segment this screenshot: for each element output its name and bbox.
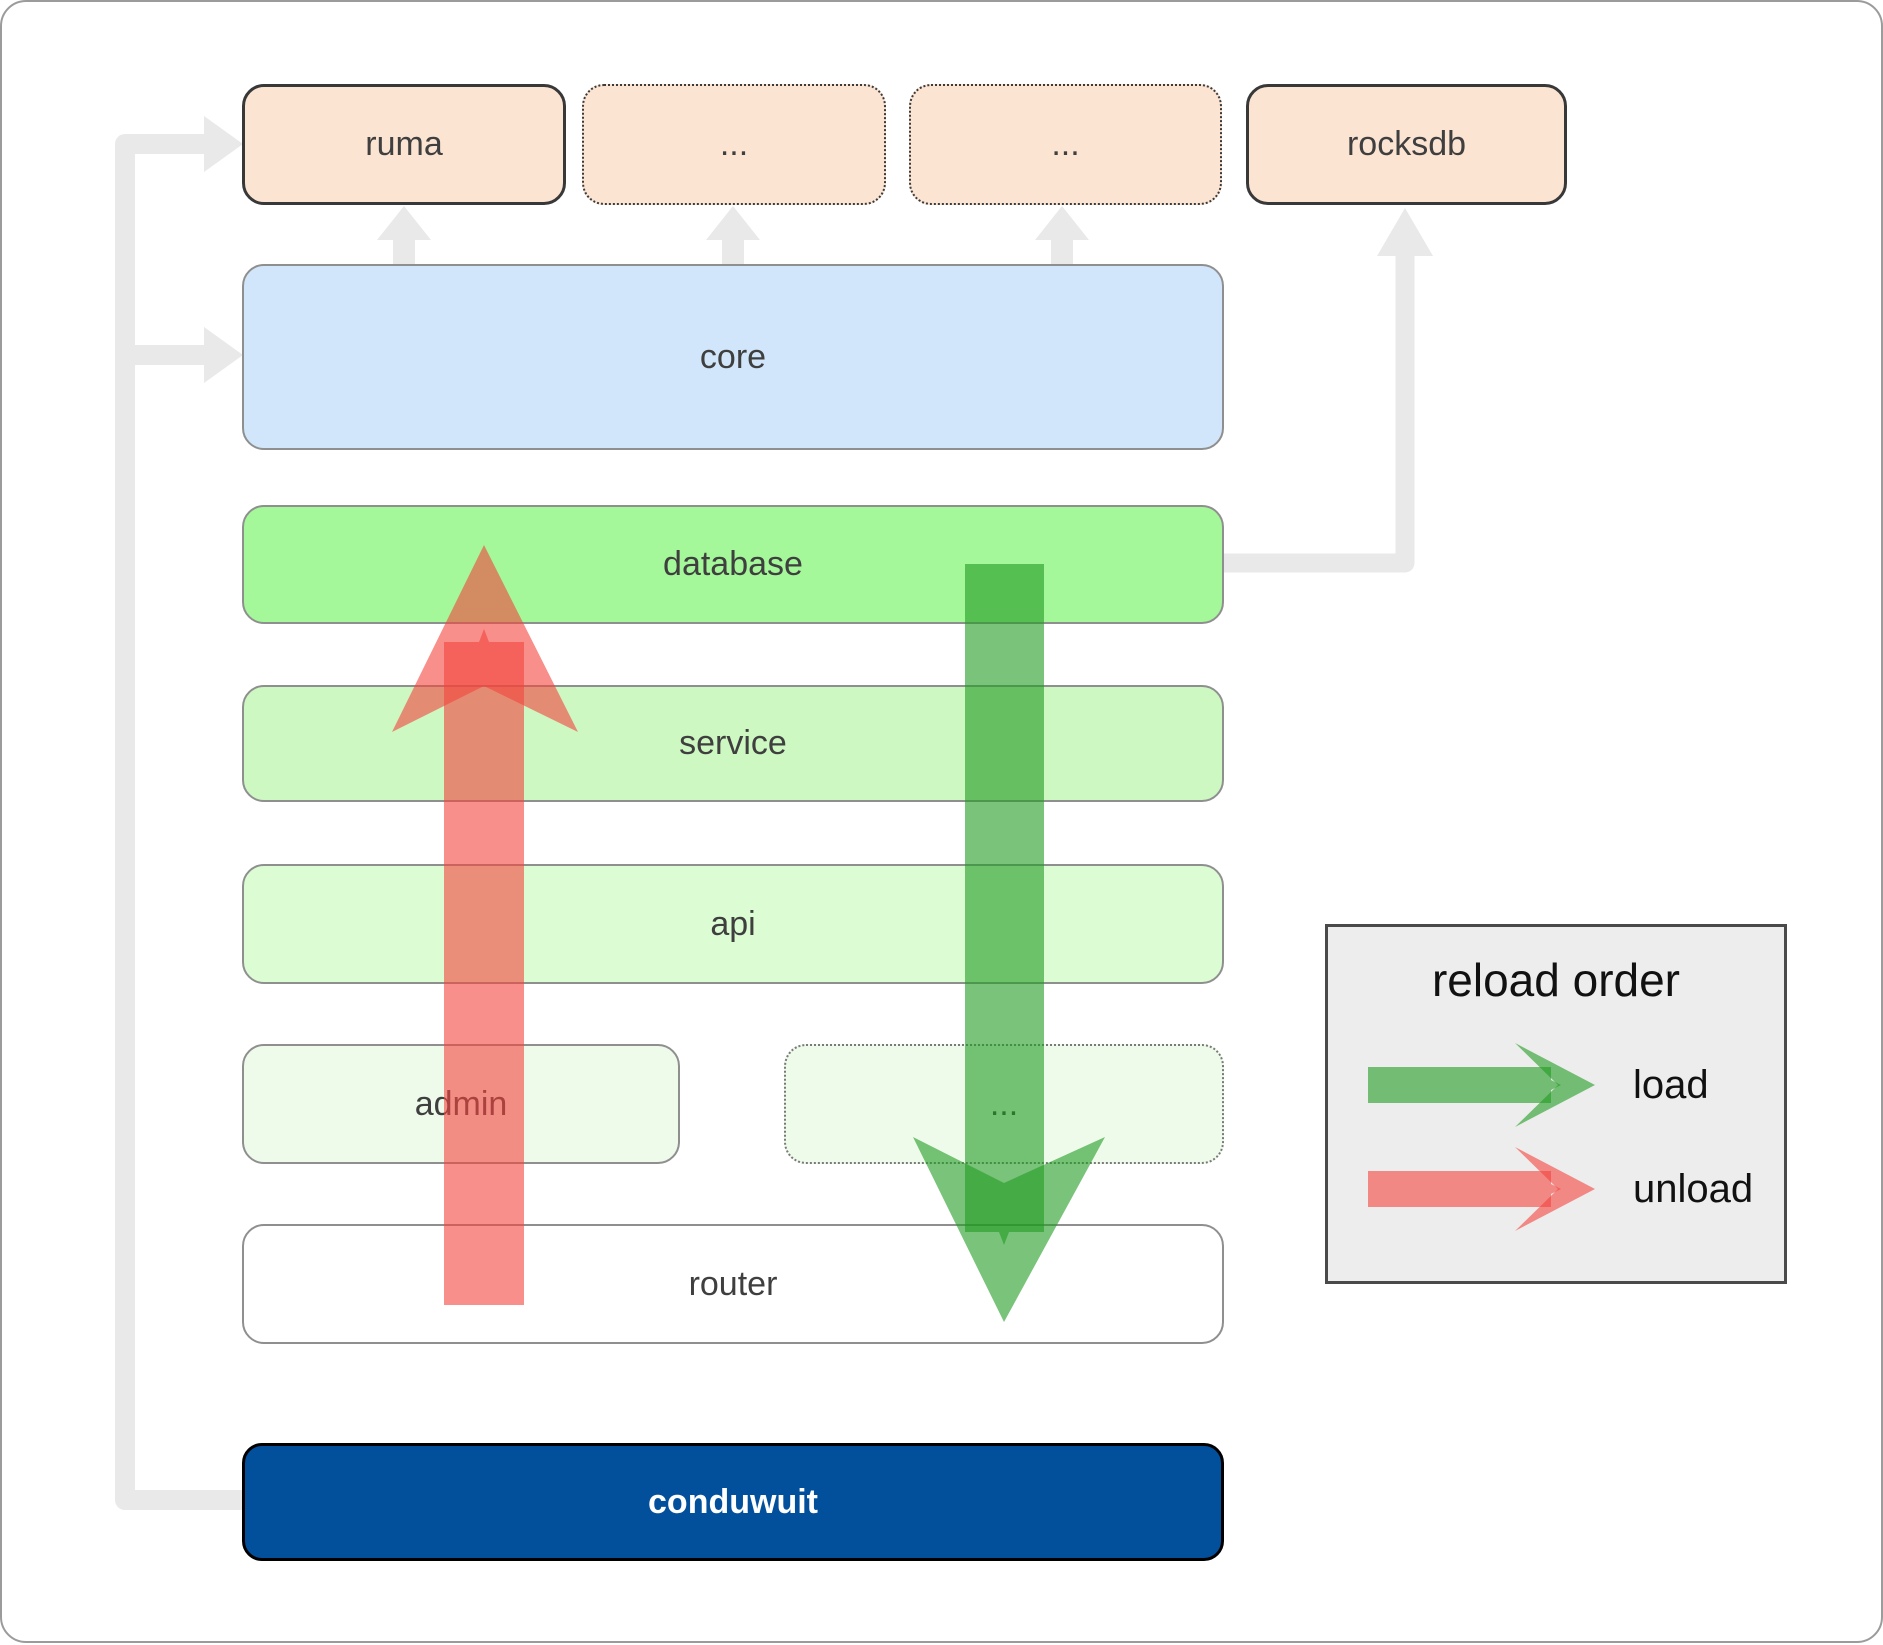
legend-unload-label: unload — [1633, 1167, 1754, 1211]
node-label: router — [688, 1264, 778, 1303]
core-to-dep-a-arrow — [706, 206, 760, 266]
conduwuit-to-ruma-connector — [115, 116, 244, 1510]
node-label: core — [699, 337, 767, 376]
node-service: service — [242, 685, 1224, 802]
connector-line — [722, 238, 744, 266]
node-core: core — [242, 264, 1224, 450]
node-label: database — [663, 545, 803, 583]
core-to-dep-b-arrow — [1035, 206, 1089, 266]
node-label: ... — [719, 125, 749, 163]
arrowhead-right-icon — [204, 116, 243, 172]
node-router: router — [242, 1224, 1224, 1344]
node-label: service — [679, 724, 787, 762]
connector-line — [393, 238, 415, 266]
load-arrow-icon — [1368, 1043, 1595, 1127]
legend: reload order load unload — [1325, 924, 1787, 1284]
core-to-ruma-arrow — [377, 206, 431, 266]
arrowhead-up-icon — [1035, 206, 1089, 240]
node-label: ... — [1051, 125, 1080, 163]
node-database: database — [242, 505, 1224, 624]
node-api: api — [242, 864, 1224, 984]
node-label: admin — [414, 1084, 508, 1123]
node-admin-ellipsis: ... — [784, 1044, 1224, 1164]
node-label: ... — [989, 1084, 1019, 1123]
node-admin: admin — [242, 1044, 680, 1164]
node-label: ruma — [365, 125, 443, 163]
connector-line — [1051, 238, 1073, 266]
connector-line — [115, 134, 244, 1510]
node-rocksdb: rocksdb — [1246, 84, 1567, 205]
connector-line — [1224, 254, 1415, 573]
node-label: api — [710, 904, 756, 943]
arrowhead-right-icon — [204, 327, 243, 383]
node-ruma: ruma — [242, 84, 566, 205]
node-dependency-ellipsis-1: ... — [582, 84, 886, 205]
arrowhead-up-icon — [1377, 208, 1433, 256]
legend-load-label: load — [1633, 1063, 1709, 1107]
node-conduwuit: conduwuit — [242, 1443, 1224, 1561]
unload-arrow-icon — [1368, 1147, 1595, 1231]
arrowhead-up-icon — [377, 206, 431, 240]
database-to-rocksdb-connector — [1224, 208, 1433, 573]
node-label: conduwuit — [648, 1482, 818, 1521]
node-dependency-ellipsis-2: ... — [909, 84, 1222, 205]
conduwuit-to-core-connector — [125, 327, 243, 383]
legend-title: reload order — [1431, 954, 1681, 1006]
node-label: rocksdb — [1346, 125, 1467, 163]
arrowhead-up-icon — [706, 206, 760, 240]
